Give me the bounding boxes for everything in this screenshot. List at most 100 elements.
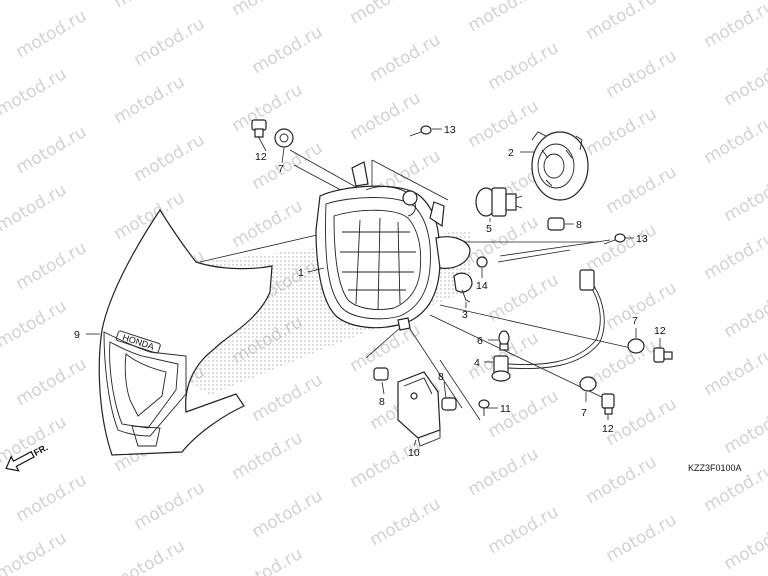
- watermark-text: motod.ru: [465, 0, 543, 36]
- watermark-text: motod.ru: [721, 54, 768, 110]
- watermark-text: motod.ru: [485, 386, 563, 442]
- watermark-text: motod.ru: [583, 220, 661, 276]
- nut-8-right[interactable]: [547, 217, 565, 231]
- watermark-text: motod.ru: [465, 444, 543, 500]
- watermark-text: motod.ru: [603, 510, 681, 566]
- watermark-text: motod.ru: [229, 0, 307, 20]
- watermark-text: motod.ru: [229, 80, 307, 136]
- callout-2: 2: [508, 147, 514, 159]
- watermark-text: motod.ru: [485, 38, 563, 94]
- callout-9: 9: [74, 329, 80, 341]
- callout-8-bracket-left: 8: [379, 396, 385, 408]
- callout-12-right-lower: 12: [602, 423, 614, 435]
- headlight-bulb[interactable]: [475, 187, 523, 217]
- screw-13-top[interactable]: [409, 125, 432, 137]
- callout-5: 5: [486, 223, 492, 235]
- watermark-text: motod.ru: [583, 452, 661, 508]
- screw-13-right[interactable]: [603, 233, 626, 245]
- callout-4: 4: [474, 357, 480, 369]
- screw-3[interactable]: [461, 289, 471, 303]
- watermark-text: motod.ru: [13, 354, 91, 410]
- watermark-text: motod.ru: [367, 494, 445, 550]
- watermark-text: motod.ru: [13, 6, 91, 62]
- watermark-text: motod.ru: [111, 0, 189, 12]
- nut-8-bracket-right[interactable]: [441, 397, 457, 411]
- callout-13-right: 13: [636, 233, 648, 245]
- watermark-text: motod.ru: [465, 212, 543, 268]
- watermark-text: motod.ru: [229, 196, 307, 252]
- headlight-bracket[interactable]: [397, 371, 441, 447]
- clip-14[interactable]: [476, 256, 488, 268]
- watermark-text: motod.ru: [249, 370, 327, 426]
- watermark-text: motod.ru: [13, 470, 91, 526]
- watermark-text: motod.ru: [347, 0, 425, 28]
- callout-3: 3: [462, 309, 468, 321]
- callout-14: 14: [476, 280, 488, 292]
- watermark-text: motod.ru: [131, 130, 209, 186]
- watermark-text: motod.ru: [0, 0, 70, 4]
- watermark-text: motod.ru: [249, 22, 327, 78]
- watermark-text: motod.ru: [701, 228, 768, 284]
- watermark-text: motod.ru: [347, 88, 425, 144]
- screw-11[interactable]: [478, 399, 490, 416]
- watermark-text: motod.ru: [229, 544, 307, 576]
- watermark-text: motod.ru: [721, 402, 768, 458]
- watermark-text: motod.ru: [0, 296, 70, 352]
- callout-6: 6: [477, 335, 483, 347]
- grommet-7-top[interactable]: [274, 128, 294, 148]
- watermark-text: motod.ru: [701, 0, 768, 52]
- watermark-text: motod.ru: [465, 96, 543, 152]
- callouts: 12 7 13 2 1 5 8 13 14 3 9 6 4 7 12 8 8 1…: [74, 124, 666, 459]
- watermark-text: motod.ru: [721, 518, 768, 574]
- watermark-text: motod.ru: [131, 14, 209, 70]
- watermark-text: motod.ru: [0, 528, 70, 576]
- watermark-text: motod.ru: [347, 436, 425, 492]
- watermark-text: motod.ru: [249, 486, 327, 542]
- watermark-text: motod.ru: [229, 428, 307, 484]
- watermark-text: motod.ru: [131, 478, 209, 534]
- watermark-text: motod.ru: [701, 112, 768, 168]
- callout-8-bracket-right: 8: [438, 371, 444, 383]
- watermark-text: motod.ru: [13, 122, 91, 178]
- position-bulb[interactable]: [498, 330, 510, 351]
- watermark-text: motod.ru: [603, 46, 681, 102]
- position-socket[interactable]: [491, 269, 605, 382]
- hardware: [251, 119, 673, 416]
- watermark-text: motod.ru: [583, 0, 661, 44]
- bolt-12-right-lower[interactable]: [601, 393, 615, 415]
- callout-7-right-lower: 7: [581, 407, 587, 419]
- watermark-text: motod.ru: [583, 104, 661, 160]
- watermark-text: motod.ru: [721, 286, 768, 342]
- watermark-text: motod.ru: [603, 278, 681, 334]
- watermark-text: motod.ru: [13, 238, 91, 294]
- callout-7-right-upper: 7: [632, 315, 638, 327]
- callout-13-top: 13: [444, 124, 456, 136]
- callout-10: 10: [408, 447, 420, 459]
- callout-12-top: 12: [255, 151, 267, 163]
- grommet-7-right-lower[interactable]: [579, 376, 597, 392]
- watermark-text: motod.ru: [0, 180, 70, 236]
- front-cowl[interactable]: HONDA: [98, 208, 273, 456]
- arrow-left-icon: [5, 450, 35, 472]
- callout-8-right: 8: [576, 219, 582, 231]
- bolt-12-right-upper[interactable]: [653, 347, 673, 363]
- watermark-text: motod.ru: [0, 64, 70, 120]
- headlight-unit[interactable]: [315, 161, 473, 331]
- watermark-text: motod.ru: [111, 536, 189, 576]
- watermark-text: motod.ru: [721, 170, 768, 226]
- callout-11: 11: [500, 403, 511, 415]
- grommet-7-right-upper[interactable]: [627, 338, 645, 354]
- callout-12-right-upper: 12: [654, 325, 666, 337]
- watermark-text: motod.ru: [485, 502, 563, 558]
- callout-7-top: 7: [278, 163, 284, 175]
- bolt-12-top[interactable]: [251, 119, 267, 138]
- watermark-text: motod.ru: [603, 162, 681, 218]
- dust-cover[interactable]: [531, 131, 589, 201]
- nut-8-bracket-left[interactable]: [373, 367, 389, 381]
- watermark-text: motod.ru: [701, 344, 768, 400]
- watermark-text: motod.ru: [367, 30, 445, 86]
- callout-leaders: [86, 128, 661, 447]
- watermark-text: motod.ru: [111, 72, 189, 128]
- callout-1: 1: [298, 267, 304, 279]
